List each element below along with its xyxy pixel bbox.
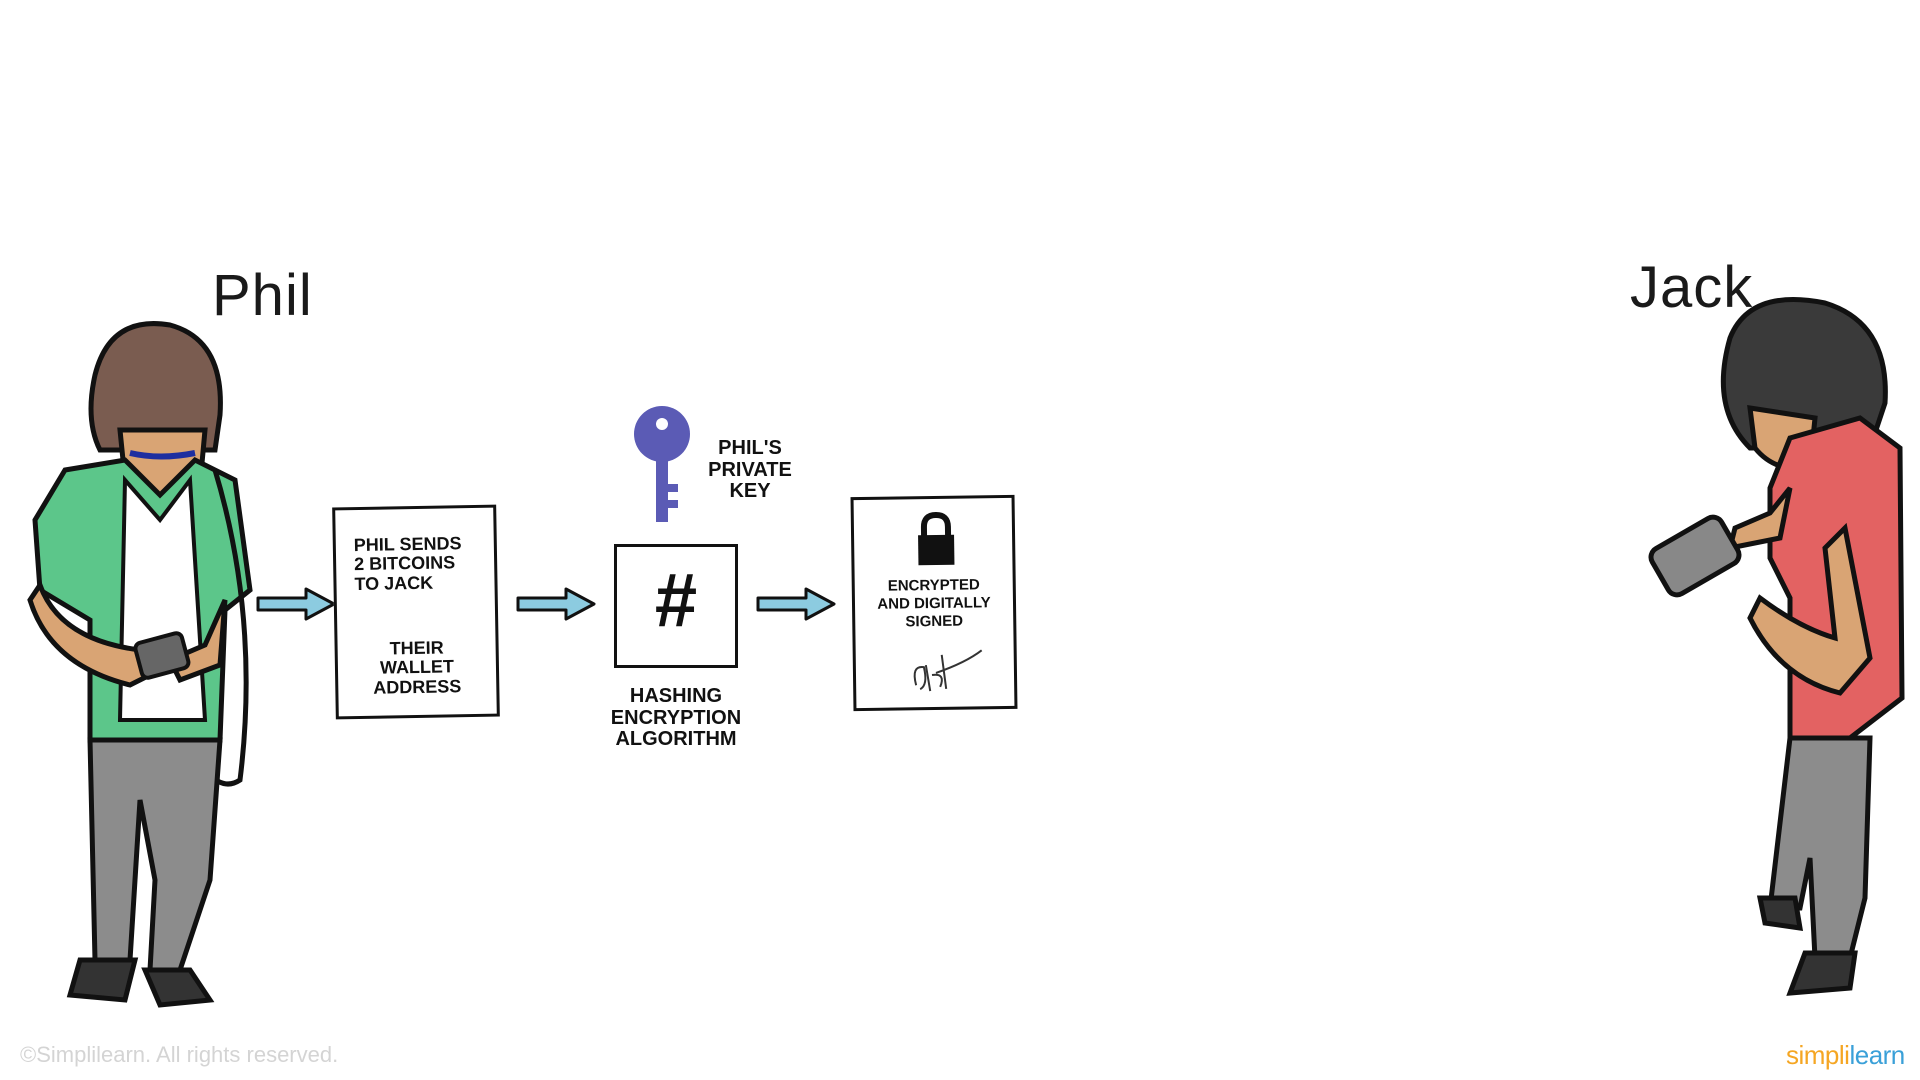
signed-line-3: SIGNED xyxy=(905,612,964,631)
private-key-label: PHIL'S PRIVATE KEY xyxy=(702,437,798,503)
signed-line-2: AND DIGITALLY xyxy=(877,594,991,613)
encrypted-signed-document: ENCRYPTED AND DIGITALLY SIGNED xyxy=(850,494,1018,712)
hashing-line-2: ENCRYPTION xyxy=(610,706,742,729)
signature-scribble xyxy=(913,649,983,692)
hashing-line-1: HASHING xyxy=(629,685,723,707)
hashing-algorithm-box: # xyxy=(614,544,738,668)
receiver-person-illustration xyxy=(1648,297,1905,996)
private-key-line-2: PRIVATE xyxy=(708,458,792,481)
hashing-algorithm-label: HASHING ENCRYPTION ALGORITHM xyxy=(596,685,756,751)
brand-logo-part-1: simpl xyxy=(1786,1040,1845,1070)
flow-arrow-2 xyxy=(516,587,596,621)
transaction-message-document: PHIL SENDS 2 BITCOINS TO JACK THEIR WALL… xyxy=(332,504,500,720)
flow-arrow-3 xyxy=(756,587,836,621)
sender-name-label: Phil xyxy=(212,263,313,328)
flow-arrow-1 xyxy=(256,587,336,621)
message-line-2: 2 BITCOINS xyxy=(353,552,456,575)
message-line-3: TO JACK xyxy=(354,572,434,594)
signed-line-1: ENCRYPTED xyxy=(887,576,980,595)
message-line-6: ADDRESS xyxy=(373,676,462,698)
brand-logo: simplilearn xyxy=(1786,1040,1905,1071)
receiver-name-label: Jack xyxy=(1630,255,1754,320)
private-key-line-3: KEY xyxy=(729,480,771,503)
key-icon xyxy=(634,406,690,522)
sender-person-illustration xyxy=(27,321,253,1008)
hash-symbol: # xyxy=(654,558,698,643)
brand-logo-part-2: i xyxy=(1844,1040,1850,1070)
brand-logo-part-3: learn xyxy=(1849,1040,1905,1070)
lock-icon xyxy=(918,511,955,566)
private-key-line-1: PHIL'S xyxy=(718,437,782,459)
copyright-notice: ©Simplilearn. All rights reserved. xyxy=(20,1042,339,1067)
hashing-line-3: ALGORITHM xyxy=(615,728,737,751)
